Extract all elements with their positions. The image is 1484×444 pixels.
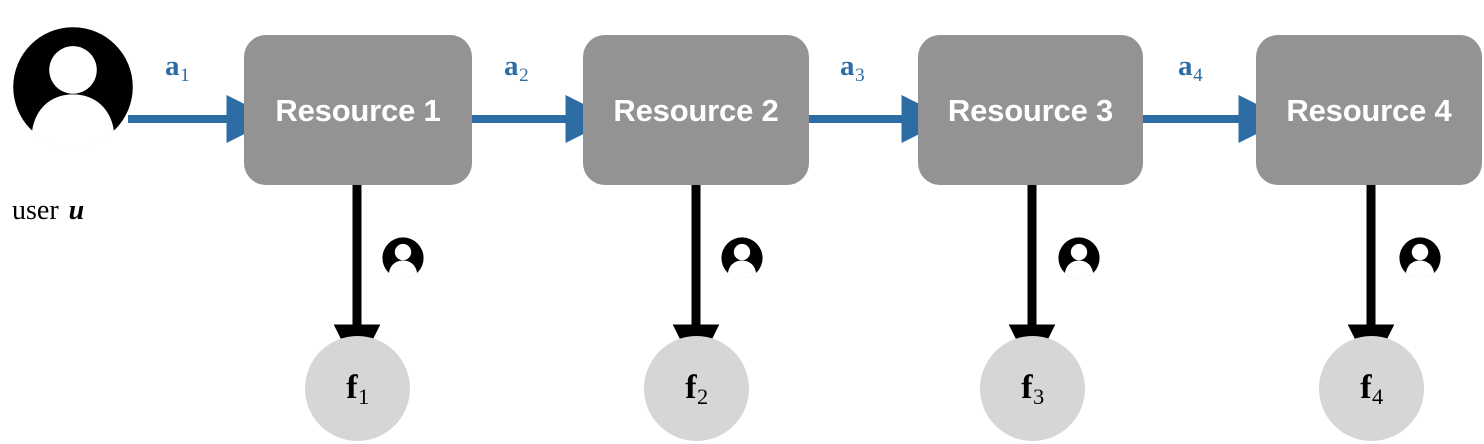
action-base-a3: a [840, 50, 855, 82]
action-base-a4: a [1178, 50, 1193, 82]
feature-base-3: f [1021, 368, 1033, 406]
action-base-a2: a [504, 50, 519, 82]
feedback-avatar-icon-3 [1058, 237, 1100, 279]
user-avatar-icon [12, 26, 134, 148]
user-caption-symbol: u [68, 195, 85, 226]
feature-base-2: f [685, 368, 697, 406]
feature-node-4[interactable]: f4 [1319, 336, 1424, 441]
action-subscript-a3: 3 [855, 64, 865, 86]
resource-label-4: Resource 4 [1286, 92, 1452, 128]
feedback-avatar-icon-1 [382, 237, 424, 279]
feature-base-1: f [346, 368, 358, 406]
feedback-avatar-icon-2 [721, 237, 763, 279]
action-label-a1: a1 [165, 50, 190, 85]
feature-label-1: f1 [346, 368, 369, 408]
feature-node-2[interactable]: f2 [644, 336, 749, 441]
action-subscript-a1: 1 [180, 64, 190, 86]
resource-box-1[interactable]: Resource 1 [244, 35, 472, 185]
feature-subscript-1: 1 [357, 383, 370, 409]
feedback-avatar-icon-4 [1399, 237, 1441, 279]
resource-box-3[interactable]: Resource 3 [918, 35, 1143, 185]
action-subscript-a2: 2 [519, 64, 529, 86]
action-subscript-a4: 4 [1193, 64, 1203, 86]
resource-box-2[interactable]: Resource 2 [583, 35, 809, 185]
feature-base-4: f [1360, 368, 1372, 406]
feature-subscript-2: 2 [696, 383, 709, 409]
resource-label-2: Resource 2 [613, 92, 779, 128]
feature-label-2: f2 [685, 368, 708, 408]
action-base-a1: a [165, 50, 180, 82]
feature-subscript-4: 4 [1371, 383, 1384, 409]
resource-label-3: Resource 3 [947, 92, 1114, 128]
resource-box-4[interactable]: Resource 4 [1256, 35, 1482, 185]
action-label-a2: a2 [504, 50, 529, 85]
user-caption-prefix: user [12, 195, 59, 226]
user-caption: user u [12, 197, 84, 225]
feature-label-4: f4 [1360, 368, 1383, 408]
resource-label-1: Resource 1 [275, 92, 441, 128]
feature-node-3[interactable]: f3 [980, 336, 1085, 441]
feature-node-1[interactable]: f1 [305, 336, 410, 441]
feature-subscript-3: 3 [1032, 383, 1045, 409]
action-label-a4: a4 [1178, 50, 1203, 85]
feature-label-3: f3 [1021, 368, 1044, 408]
action-label-a3: a3 [840, 50, 865, 85]
